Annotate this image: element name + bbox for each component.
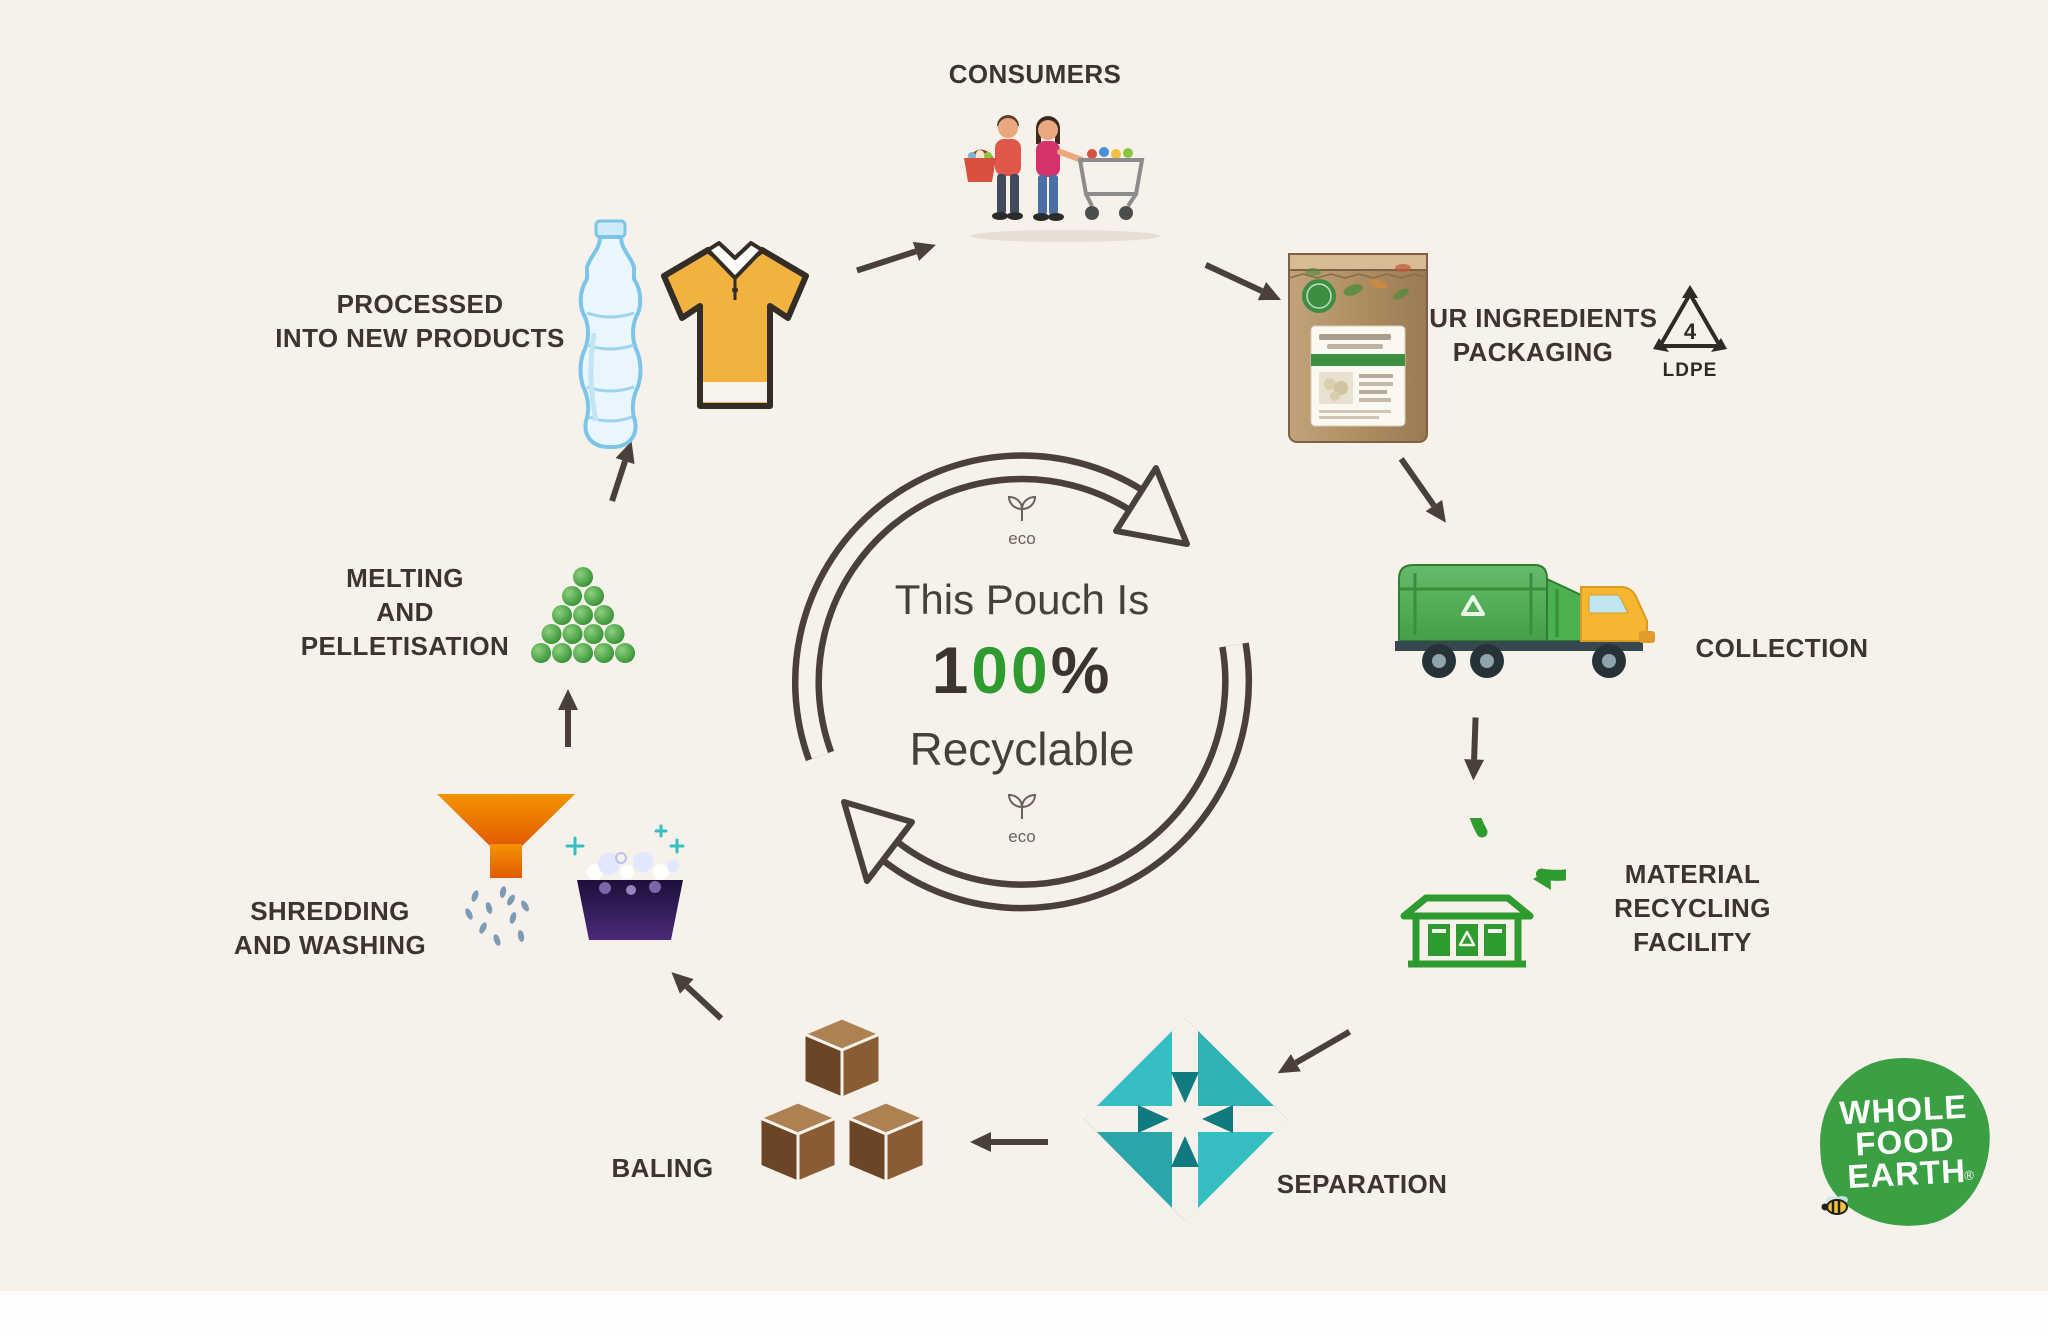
pellets-icon	[531, 567, 635, 663]
registered-mark: ®	[1963, 1167, 1975, 1183]
digit-zero: 0	[971, 633, 1012, 707]
label-packaging: OUR INGREDIENTS PACKAGING	[1408, 303, 1658, 367]
label-consumers: CONSUMERS	[948, 59, 1122, 89]
arrow-processed-to-consumers	[856, 241, 936, 274]
separation-icon	[1084, 1018, 1287, 1221]
eco-label: eco	[1008, 529, 1036, 548]
cycle-ring	[791, 452, 1253, 912]
arrow-melting-to-processed	[609, 441, 635, 502]
arrow-packaging-to-collection	[1398, 457, 1446, 523]
recycling-facility-icon	[1400, 818, 1566, 968]
resin-number: 4	[1684, 319, 1697, 344]
label-melting: MELTING AND PELLETISATION	[300, 563, 510, 661]
shirt-icon	[661, 241, 809, 409]
label-mrf: MATERIAL RECYCLING FACILITY	[1614, 859, 1771, 957]
arrow-consumers-to-packaging	[1204, 262, 1282, 301]
eco-top: eco	[972, 494, 1072, 549]
arrow-mrf-to-separation	[1277, 1029, 1352, 1074]
resin-text: LDPE	[1663, 360, 1718, 381]
eco-label: eco	[1008, 827, 1036, 846]
center-line1: This Pouch Is	[894, 576, 1150, 623]
arrow-collection-to-mrf	[1464, 717, 1485, 781]
bottom-margin	[0, 1291, 2048, 1335]
center-line3: Recyclable	[909, 723, 1135, 775]
brand-logo-text: WHOLE FOOD EARTH	[1838, 1087, 1969, 1196]
water-bottle-icon	[578, 219, 643, 449]
label-collection: COLLECTION	[1695, 633, 1869, 663]
digit-zero: 0	[1011, 633, 1051, 707]
eco-bottom: eco	[972, 792, 1072, 847]
percent-sign: %	[1050, 633, 1113, 707]
garbage-truck-icon	[1395, 564, 1655, 678]
label-processed: PROCESSED INTO NEW PRODUCTS	[275, 289, 565, 353]
bee-icon	[1821, 1196, 1848, 1215]
label-shredding: SHREDDING AND WASHING	[233, 896, 427, 960]
label-separation: SEPARATION	[1276, 1169, 1448, 1199]
digit: 1	[931, 633, 972, 707]
shredding-washing-icon	[437, 794, 685, 946]
arrow-separation-to-baling	[970, 1132, 1048, 1152]
pouch-icon	[1288, 253, 1428, 443]
baling-icon	[758, 1016, 926, 1184]
ldpe-resin-code-icon: 4 LDPE	[1653, 285, 1727, 381]
eco-sprout-icon	[1007, 793, 1037, 819]
consumers-icon	[964, 115, 1160, 242]
arrow-shredding-to-melting	[558, 689, 578, 747]
label-baling: BALING	[611, 1153, 714, 1183]
eco-sprout-icon	[1007, 495, 1037, 521]
arrow-baling-to-shredding	[671, 972, 724, 1021]
